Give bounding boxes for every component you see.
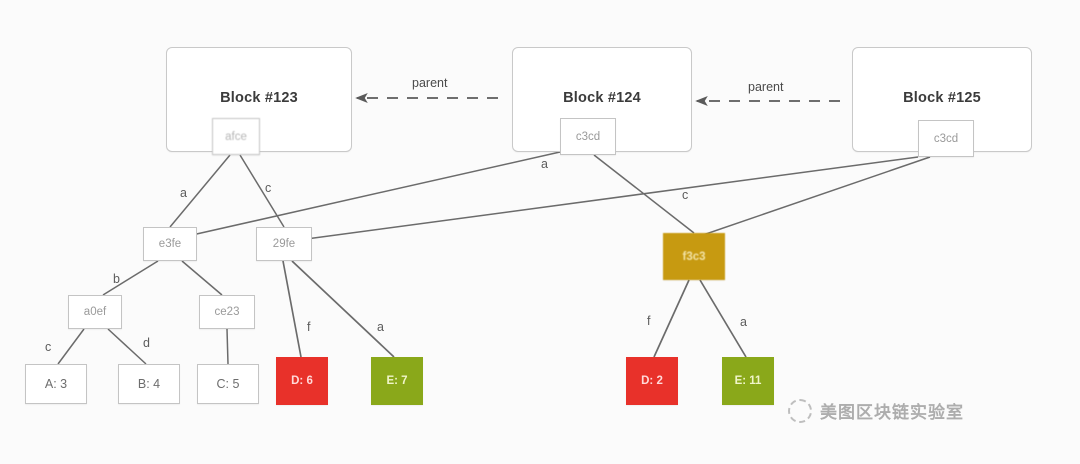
- edge-label-f-f3c3: f: [647, 314, 651, 328]
- trie-node-f3c3: f3c3: [663, 233, 725, 280]
- edge-root123-e3fe: [169, 154, 231, 228]
- edge-label-c-root124: c: [682, 188, 689, 202]
- edge-label-a-f3c3: a: [740, 315, 747, 329]
- meitu-logo-icon: [788, 398, 812, 423]
- block-title-124: Block #124: [563, 90, 641, 106]
- edge-a0ef-leafA: [57, 328, 85, 365]
- watermark-text: 美图区块链实验室: [820, 403, 964, 423]
- parent-label-1: parent: [412, 76, 448, 90]
- leaf-node-a: A: 3: [25, 364, 87, 404]
- root-hash-node-124: c3cd: [560, 118, 616, 155]
- edge-ce23-leafC: [226, 328, 229, 365]
- edge-e3fe-a0ef: [102, 260, 159, 296]
- edge-root124-f3c3: [593, 154, 695, 234]
- edge-29fe-leafD6: [282, 260, 302, 358]
- leaf-node-c: C: 5: [197, 364, 259, 404]
- edge-a0ef-leafB: [107, 328, 147, 365]
- edge-label-a-29fe: a: [377, 320, 384, 334]
- edge-root125-29fe: [283, 156, 919, 243]
- trie-node-29fe: 29fe: [256, 227, 312, 261]
- root-hash-node-125: c3cd: [918, 120, 974, 157]
- leaf-node-b: B: 4: [118, 364, 180, 404]
- edge-label-c-root123: c: [265, 181, 272, 195]
- edge-root125-f3c3: [699, 156, 931, 237]
- edge-root124-e3fe: [169, 151, 561, 241]
- edge-label-f-29fe: f: [307, 320, 311, 334]
- edge-f3c3-leafD2: [653, 279, 690, 358]
- edge-29fe-leafE7: [291, 260, 395, 358]
- block-title-123: Block #123: [220, 90, 298, 106]
- watermark: 美图区块链实验室: [788, 398, 964, 423]
- trie-node-a0ef: a0ef: [68, 295, 122, 329]
- edge-label-a-root124: a: [541, 157, 548, 171]
- edge-label-c-a0ef: c: [45, 340, 52, 354]
- leaf-node-e11: E: 11: [722, 357, 774, 405]
- block-title-125: Block #125: [903, 90, 981, 106]
- leaf-node-e7: E: 7: [371, 357, 423, 405]
- parent-label-2: parent: [748, 80, 784, 94]
- trie-node-ce23: ce23: [199, 295, 255, 329]
- edge-label-a-root123: a: [180, 186, 187, 200]
- edge-e3fe-ce23: [181, 260, 223, 296]
- root-hash-node-123: afce: [212, 118, 260, 155]
- edge-root123-29fe: [239, 154, 285, 228]
- leaf-node-d6: D: 6: [276, 357, 328, 405]
- leaf-node-d2: D: 2: [626, 357, 678, 405]
- trie-node-e3fe: e3fe: [143, 227, 197, 261]
- edge-label-b-e3fe: b: [113, 272, 120, 286]
- edge-label-d-a0ef: d: [143, 336, 150, 350]
